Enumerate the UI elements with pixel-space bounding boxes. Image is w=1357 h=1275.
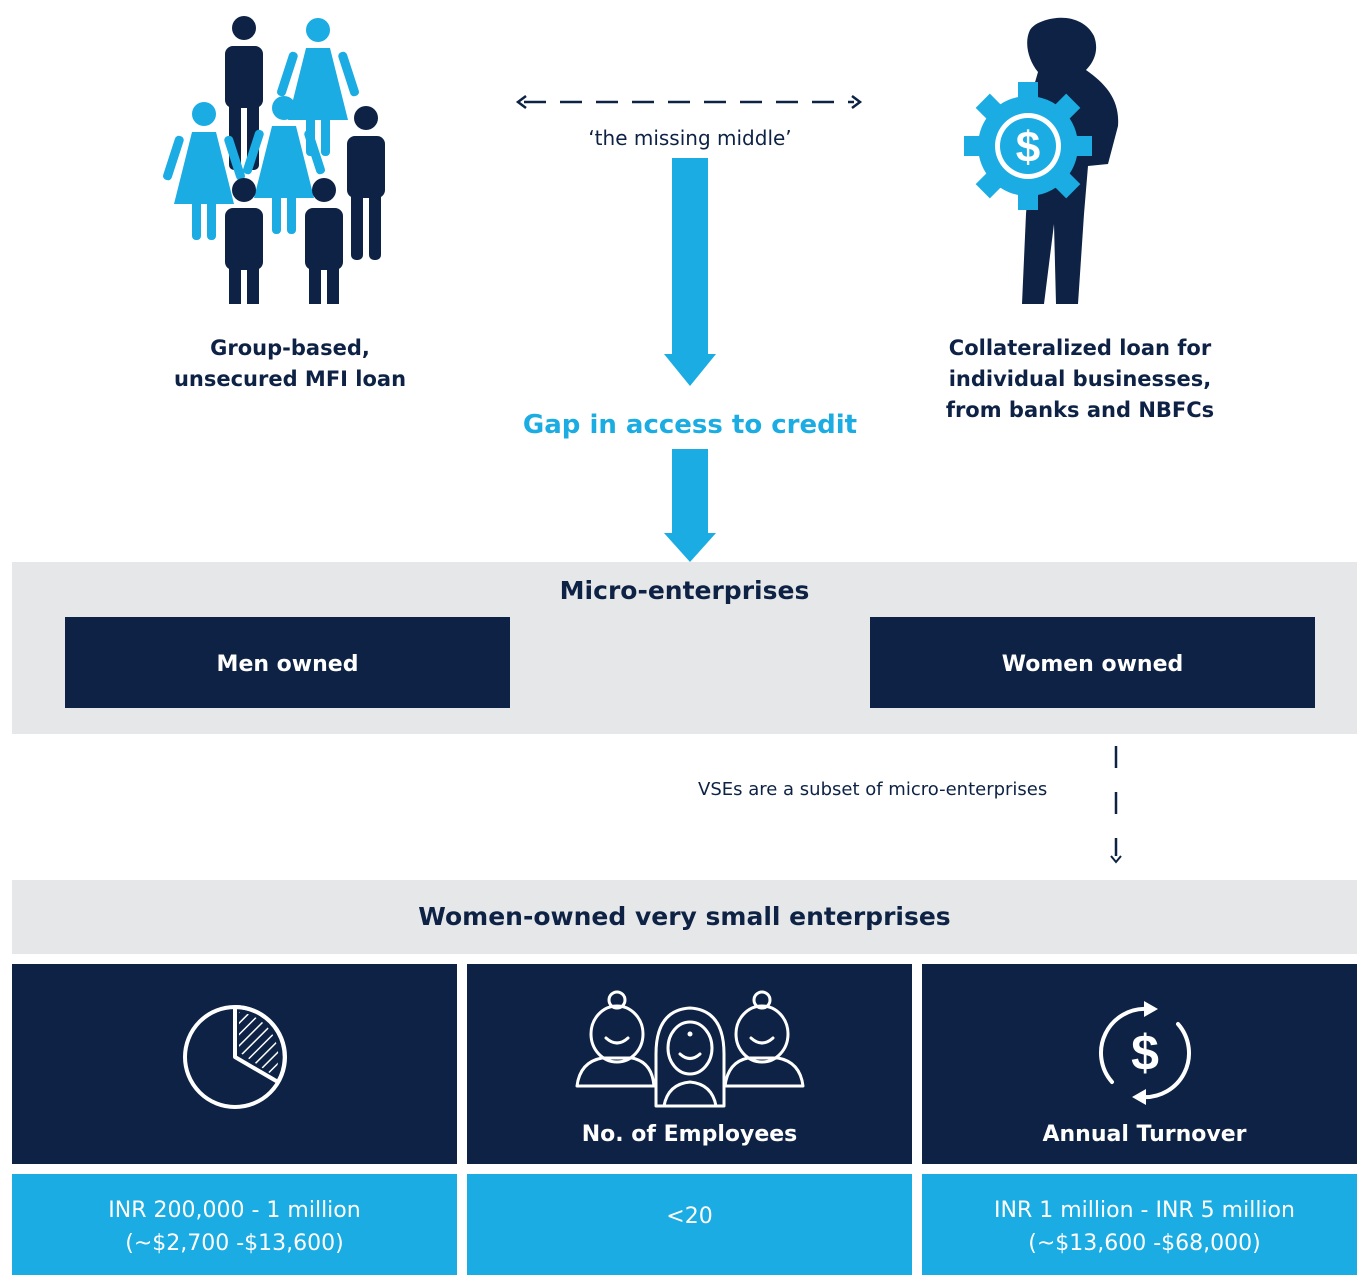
pie-chart-icon (183, 1005, 287, 1109)
vse-value-1: INR 200,000 - 1 million (~$2,700 -$13,60… (12, 1174, 457, 1275)
dashed-down-arrow-icon (1110, 746, 1122, 864)
women-owned-box: Women owned (870, 617, 1315, 708)
double-arrow-icon (515, 95, 863, 109)
person-with-dollar-gear-icon: $ (964, 17, 1119, 304)
vse-value-2: <20 (467, 1174, 912, 1275)
vse-column-2: No. of Employees (467, 964, 912, 1164)
group-people-icon (161, 16, 385, 304)
vse-column-2-label: No. of Employees (581, 1122, 798, 1147)
vse-value-3-line-2: (~$13,600 -$68,000) (1028, 1231, 1261, 1256)
men-owned-box: Men owned (65, 617, 510, 708)
vse-column-3: $ Annual Turnover (922, 964, 1357, 1164)
left-caption: Group-based, unsecured MFI loan (173, 336, 407, 391)
women-group-icon (575, 990, 805, 1108)
women-owned-label: Women owned (1001, 652, 1184, 677)
svg-text:$: $ (1131, 1025, 1159, 1081)
vse-value-2-line-1: <20 (666, 1204, 713, 1229)
down-arrow-icon (664, 158, 716, 386)
vse-value-1-line-1: INR 200,000 - 1 million (108, 1198, 361, 1223)
subset-note: VSEs are a subset of micro-enterprises (698, 779, 1048, 800)
gap-text: Gap in access to credit (522, 410, 858, 440)
vse-value-3: INR 1 million - INR 5 million (~$13,600 … (922, 1174, 1357, 1275)
micro-enterprises-title: Micro-enterprises (559, 576, 810, 605)
vse-value-1-line-2: (~$2,700 -$13,600) (125, 1231, 344, 1256)
vse-column-1 (12, 964, 457, 1164)
vse-value-3-line-1: INR 1 million - INR 5 million (994, 1198, 1295, 1223)
svg-text:$: $ (1016, 123, 1040, 172)
men-owned-label: Men owned (216, 652, 359, 677)
right-caption: Collateralized loan for individual busin… (945, 336, 1215, 422)
micro-enterprises-panel: Micro-enterprises Men owned Women owned (12, 562, 1357, 734)
vse-title: Women-owned very small enterprises (418, 902, 951, 931)
missing-middle-label: ‘the missing middle’ (588, 126, 792, 150)
down-arrow-icon-2 (664, 449, 716, 562)
dollar-cycle-icon: $ (1099, 1001, 1191, 1105)
vse-title-bar: Women-owned very small enterprises (12, 880, 1357, 954)
vse-column-3-label: Annual Turnover (1042, 1122, 1247, 1147)
